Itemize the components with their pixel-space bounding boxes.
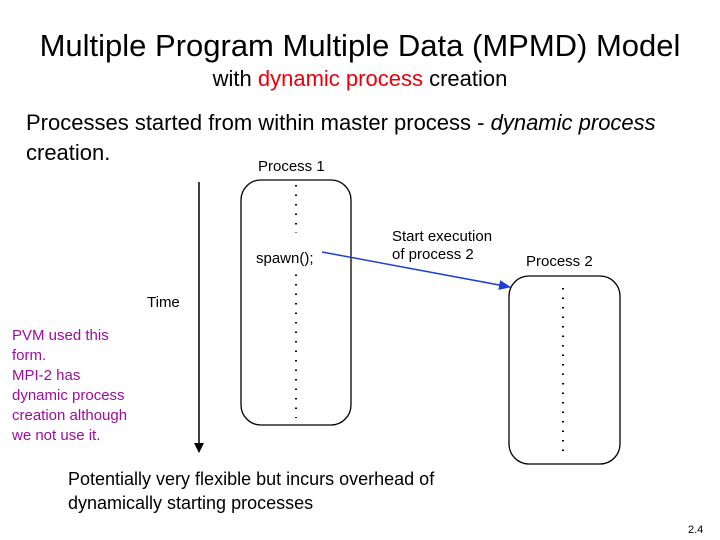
intro-text: Processes started from within master pro… (26, 108, 666, 168)
bottom-text-line1: Potentially very flexible but incurs ove… (68, 469, 435, 489)
process1-box (240, 179, 352, 426)
bottom-text-line2: dynamically starting processes (68, 493, 314, 513)
subtitle-prefix: with (212, 66, 258, 91)
bottom-text: Potentially very flexible but incurs ove… (68, 467, 528, 515)
subtitle-suffix: creation (422, 66, 508, 91)
note-line: PVM used this (12, 327, 109, 344)
note-line: creation although (12, 407, 128, 424)
intro-part1: Processes started from within master pro… (26, 110, 491, 135)
note-line: dynamic process (12, 387, 125, 404)
spawn-call-label: spawn(); (256, 250, 314, 268)
arrow-label: Start execution of process 2 (392, 228, 492, 264)
note-line: we not use it. (12, 427, 101, 444)
arrow-label-line2: of process 2 (392, 246, 474, 263)
page-number: 2.4 (688, 524, 704, 536)
intro-italic: dynamic process (490, 110, 656, 135)
note-line: form. (12, 347, 47, 364)
process2-label: Process 2 (526, 253, 593, 270)
note-line: MPI-2 has (12, 367, 81, 384)
spawn-arrow (321, 251, 511, 290)
slide-title: Multiple Program Multiple Data (MPMD) Mo… (39, 28, 681, 63)
time-label: Time (147, 294, 180, 311)
process2-box (508, 275, 621, 465)
slide-subtitle: with dynamic process creation (0, 66, 720, 92)
intro-part2: creation. (26, 140, 111, 165)
process1-label: Process 1 (258, 158, 325, 175)
side-note: PVM used this form. MPI-2 has dynamic pr… (12, 326, 152, 446)
arrow-label-line1: Start execution (392, 228, 493, 245)
subtitle-highlight: dynamic process (257, 66, 423, 91)
